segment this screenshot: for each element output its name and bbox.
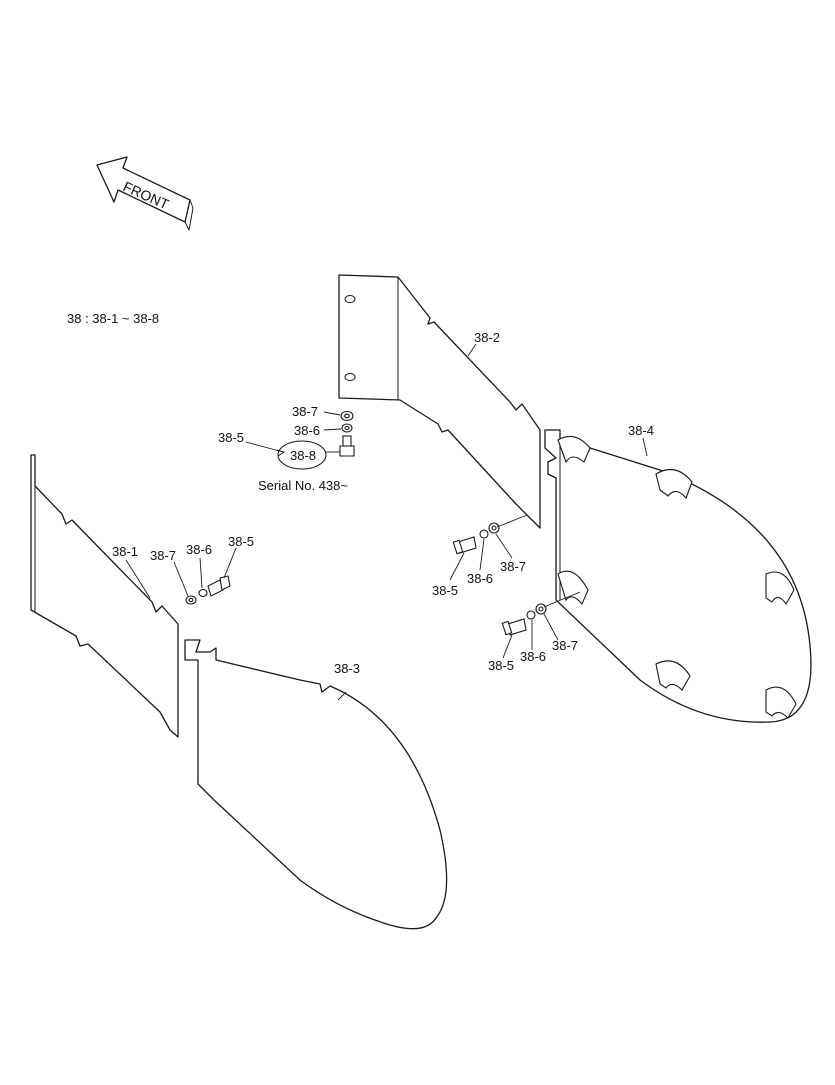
assembly-note: 38 : 38-1 ~ 38-8 — [67, 311, 159, 326]
serial-note: Serial No. 438~ — [258, 478, 348, 493]
label-right-38-7: 38-7 — [552, 638, 578, 653]
part-38-1 — [30, 454, 179, 738]
label-left-38-6: 38-6 — [186, 542, 212, 557]
label-right-38-6: 38-6 — [520, 649, 546, 664]
label-mid-38-7: 38-7 — [500, 559, 526, 574]
front-arrow: FRONT — [96, 156, 194, 231]
label-part-38-1: 38-1 — [112, 544, 138, 559]
label-mid-38-5: 38-5 — [432, 583, 458, 598]
label-mid-38-6: 38-6 — [467, 571, 493, 586]
label-right-38-5: 38-5 — [488, 658, 514, 673]
part-38-4 — [544, 429, 812, 723]
label-left-38-5: 38-5 — [228, 534, 254, 549]
label-center-38-8: 38-8 — [290, 448, 316, 463]
center-hardware — [245, 410, 355, 470]
label-part-38-4: 38-4 — [628, 423, 654, 438]
label-part-38-2: 38-2 — [474, 330, 500, 345]
part-38-3 — [184, 639, 448, 930]
label-center-38-7: 38-7 — [292, 404, 318, 419]
middle-hardware — [449, 343, 648, 581]
left-hardware — [125, 547, 237, 605]
label-part-38-3: 38-3 — [334, 661, 360, 676]
part-38-2 — [338, 274, 541, 529]
label-left-38-7: 38-7 — [150, 548, 176, 563]
label-center-38-6: 38-6 — [294, 423, 320, 438]
serial-callout-circle — [277, 440, 327, 470]
lower-right-hardware — [337, 591, 581, 701]
label-center-38-5: 38-5 — [218, 430, 244, 445]
